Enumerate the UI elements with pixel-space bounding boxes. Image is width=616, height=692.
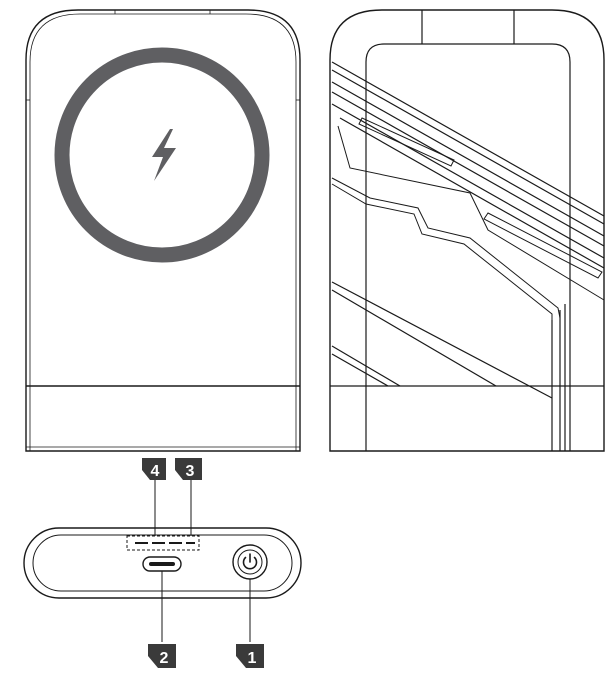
back-diagonal-line: [331, 91, 605, 247]
callout-tag-shape: [236, 644, 264, 668]
back-diagonal-line: [331, 61, 605, 217]
back-lower-diagonal: [331, 345, 401, 387]
front-body-inner-outline: [29, 13, 297, 451]
callout-tag-shape: [148, 644, 176, 668]
lightning-bolt-icon: [152, 129, 176, 181]
callout-number: 3: [186, 463, 195, 480]
callout-1: 1: [236, 644, 264, 668]
power-icon: [242, 553, 258, 570]
back-stepped-edge-1: [337, 125, 605, 301]
back-stepped-edge-3: [331, 183, 553, 320]
back-inner-panel: [365, 43, 571, 451]
usb-c-port-icon: [142, 556, 182, 572]
back-view: [329, 9, 605, 452]
callout-tag-shape: [142, 458, 166, 480]
back-lower-diagonal: [331, 281, 553, 399]
front-view: [25, 9, 301, 452]
leader-lines: [154, 480, 251, 642]
back-diagonal-line: [339, 117, 605, 269]
end-view: [23, 527, 302, 599]
back-slot-upper: [358, 117, 455, 167]
callout-tag-shape: [175, 458, 202, 480]
back-stepped-edge-2: [331, 177, 561, 319]
magnetic-coil-ring: [54, 47, 270, 263]
callout-2: 2: [148, 644, 176, 668]
callout-number: 1: [248, 650, 257, 667]
back-body-outline: [329, 9, 605, 452]
back-diagonal-line: [331, 69, 605, 225]
back-diagonal-line: [331, 103, 605, 259]
callout-number: 2: [160, 650, 169, 667]
callout-3: 3: [175, 458, 202, 480]
front-body-outline: [25, 9, 301, 452]
led-indicator-area: [126, 535, 200, 551]
callout-4: 4: [142, 458, 166, 480]
back-diagonal-line: [331, 81, 605, 237]
back-lower-diagonal: [331, 289, 497, 387]
power-button: [232, 544, 268, 580]
back-lower-diagonal: [331, 353, 389, 387]
back-slot-lower: [483, 212, 603, 279]
callout-number: 4: [151, 463, 160, 480]
